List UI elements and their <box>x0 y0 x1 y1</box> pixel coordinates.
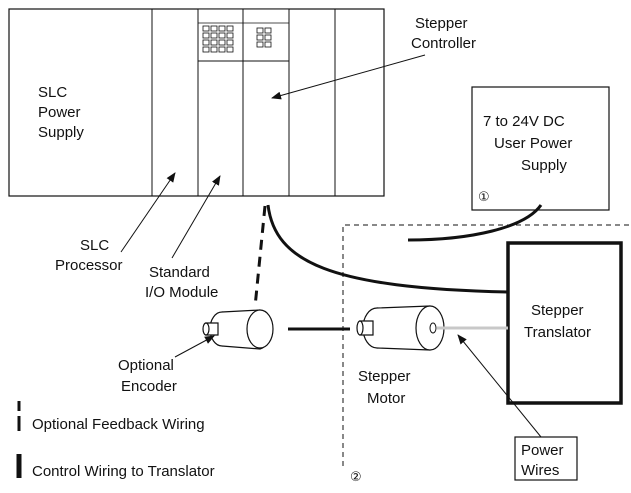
slc-chassis <box>8 8 385 197</box>
stepper-controller-label-2: Controller <box>411 35 476 52</box>
note-1-marker: ① <box>478 190 490 205</box>
status-led <box>210 25 218 32</box>
status-led <box>226 46 234 53</box>
status-led <box>264 41 272 48</box>
slc-processor-label-2: Processor <box>55 257 123 274</box>
slc-power-label-3: Supply <box>38 124 84 141</box>
status-led <box>218 25 226 32</box>
encoder-pointer <box>174 335 215 358</box>
stepper-motor-icon <box>356 305 445 351</box>
controller-led-grid <box>256 27 272 48</box>
slc-power-label-2: Power <box>38 104 81 121</box>
stepper-controller-label-1: Stepper <box>415 15 468 32</box>
status-led <box>202 25 210 32</box>
translator-label-2: Translator <box>524 324 591 341</box>
standard-io-label-1: Standard <box>149 264 210 281</box>
io-module-led-grid <box>202 25 234 53</box>
region-boundary <box>342 224 631 466</box>
io-pointer <box>171 175 221 259</box>
motor-label-2: Motor <box>367 390 405 407</box>
user-power-label-1: 7 to 24V DC <box>483 113 565 130</box>
controller-pointer <box>271 54 426 100</box>
slc-power-label-1: SLC <box>38 84 67 101</box>
status-led <box>264 34 272 41</box>
status-led <box>256 34 264 41</box>
status-led <box>210 32 218 39</box>
control-wire-to-translator <box>266 204 509 294</box>
motor-label-1: Stepper <box>358 368 411 385</box>
encoder-label-1: Optional <box>118 357 174 374</box>
feedback-wire <box>253 205 267 308</box>
status-led <box>218 39 226 46</box>
note-2-marker: ② <box>350 470 362 485</box>
user-power-label-3: Supply <box>521 157 567 174</box>
status-led <box>210 46 218 53</box>
optional-encoder-icon <box>202 309 274 350</box>
power-wires-label-2: Wires <box>521 462 559 479</box>
encoder-label-2: Encoder <box>121 378 177 395</box>
power-wires-box <box>514 436 578 481</box>
legend-feedback-label: Optional Feedback Wiring <box>32 416 205 433</box>
user-power-supply-box <box>471 86 610 211</box>
standard-io-label-2: I/O Module <box>145 284 218 301</box>
status-led <box>202 32 210 39</box>
slc-processor-label-1: SLC <box>80 237 109 254</box>
status-led <box>218 32 226 39</box>
status-led <box>264 27 272 34</box>
status-led <box>202 46 210 53</box>
status-led <box>202 39 210 46</box>
processor-pointer <box>120 172 176 253</box>
status-led <box>256 27 264 34</box>
user-power-label-2: User Power <box>494 135 572 152</box>
status-led <box>226 39 234 46</box>
power-wires-label-1: Power <box>521 442 564 459</box>
status-led <box>256 41 264 48</box>
legend: Optional Feedback Wiring Control Wiring … <box>16 401 215 480</box>
status-led <box>226 32 234 39</box>
user-power-wire <box>407 204 543 242</box>
status-led <box>210 39 218 46</box>
legend-control-label: Control Wiring to Translator <box>32 463 215 480</box>
status-led <box>218 46 226 53</box>
translator-label-1: Stepper <box>531 302 584 319</box>
stepper-translator-box <box>506 241 623 405</box>
power-wires-pointer <box>457 334 542 438</box>
status-led <box>226 25 234 32</box>
